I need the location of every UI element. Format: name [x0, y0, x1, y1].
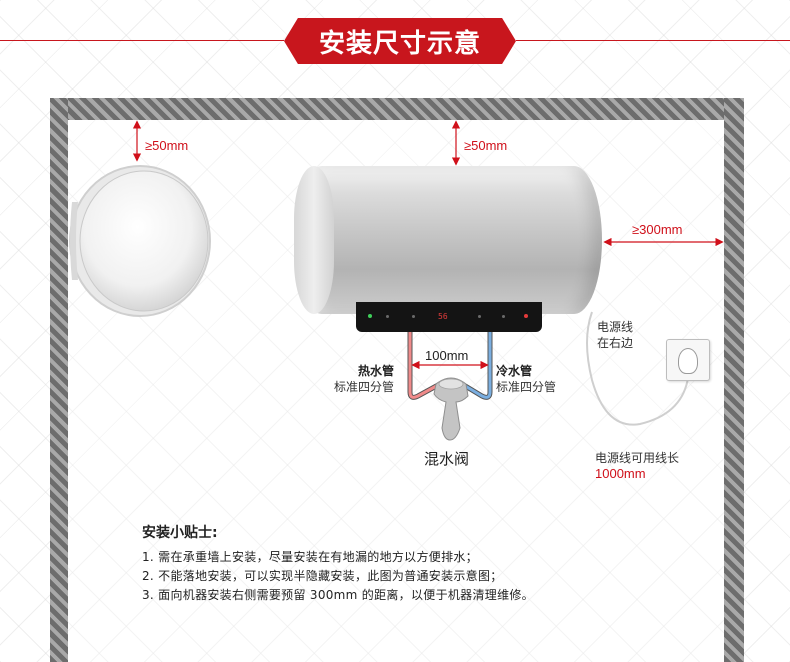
cord-length-value: 1000mm — [595, 466, 646, 481]
side-view-heater — [69, 165, 211, 317]
side-top-gap-label: ≥50mm — [145, 138, 189, 153]
tips-title: 安装小贴士: — [142, 525, 218, 541]
tip-item: 2. 不能落地安装，可以实现半隐藏安装，此图为普通安装示意图； — [142, 569, 503, 583]
cord-length-label: 电源线可用线长 — [595, 451, 680, 465]
tip-item: 3. 面向机器安装右侧需要预留 300mm 的距离，以便于机器清理维修。 — [142, 588, 534, 602]
tip-item: 1. 需在承重墙上安装，尽量安装在有地漏的地方以方便排水； — [142, 550, 478, 564]
right-gap-label: ≥300mm — [632, 222, 683, 237]
status-led-icon — [368, 314, 372, 318]
power-led-icon — [524, 314, 528, 318]
tank-top-gap-label: ≥50mm — [464, 138, 508, 153]
ceiling-wall — [50, 98, 744, 120]
cold-pipe-title: 冷水管 — [496, 364, 533, 378]
pipe-spacing-label: 100mm — [425, 348, 469, 363]
right-wall — [724, 98, 744, 662]
button-icon — [478, 315, 481, 318]
power-cord-label-line1: 电源线 — [597, 320, 634, 334]
control-panel: 56 — [356, 302, 542, 332]
temperature-display: 56 — [438, 312, 448, 321]
water-heater-tank — [294, 166, 602, 314]
hot-pipe-title: 热水管 — [358, 364, 395, 378]
mixer-valve-icon — [433, 377, 469, 441]
cold-pipe-spec: 标准四分管 — [496, 380, 557, 394]
mixer-valve-label: 混水阀 — [424, 450, 470, 468]
page-title: 安装尺寸示意 — [284, 18, 516, 64]
button-icon — [502, 315, 505, 318]
power-cord — [586, 311, 689, 426]
power-cord-label-line2: 在右边 — [597, 336, 634, 350]
wall-socket-icon — [666, 339, 710, 381]
hot-pipe-spec: 标准四分管 — [334, 380, 395, 394]
header-line-left — [0, 40, 284, 41]
left-wall — [50, 98, 68, 662]
tank-endcap — [294, 166, 334, 314]
button-icon — [386, 315, 389, 318]
button-icon — [412, 315, 415, 318]
header-line-right — [516, 40, 790, 41]
